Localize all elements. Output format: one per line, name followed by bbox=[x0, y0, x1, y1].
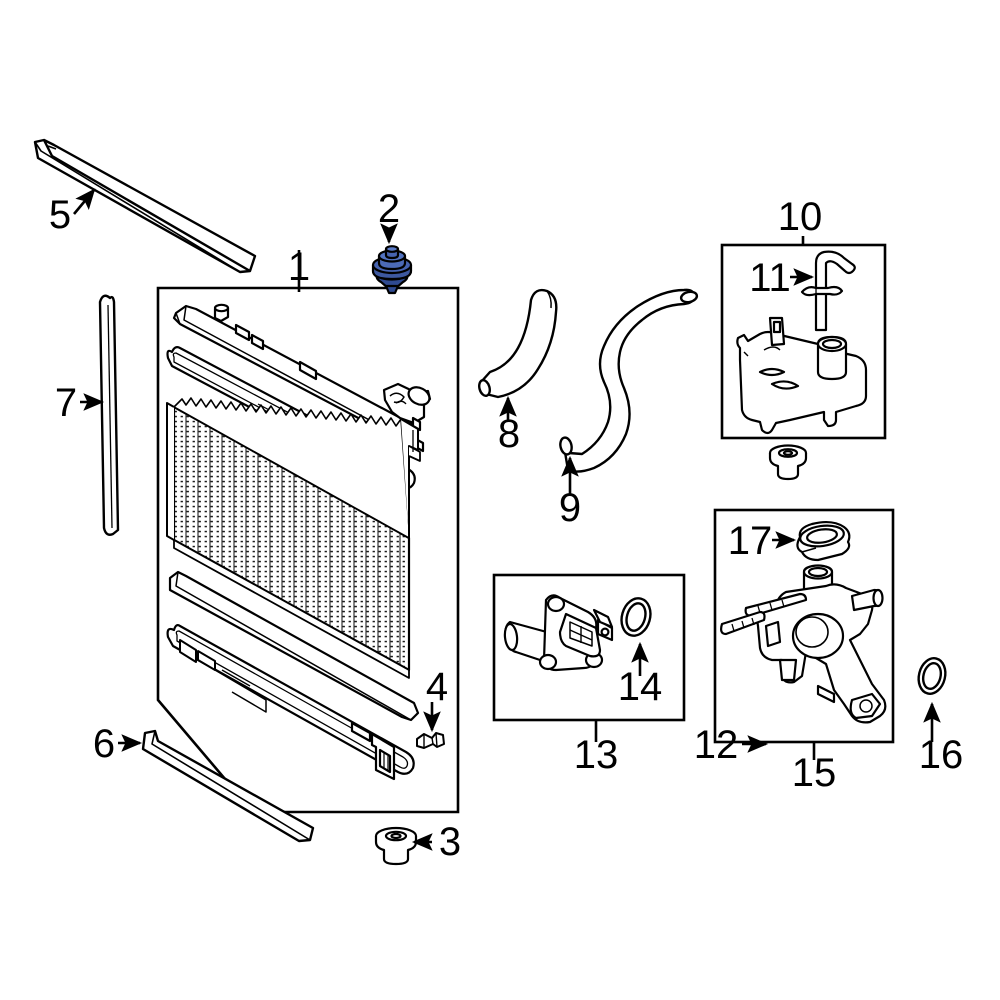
callout-12[interactable]: 12 bbox=[694, 723, 739, 767]
waterinlet-group-box[interactable] bbox=[713, 508, 895, 744]
callout-9[interactable]: 9 bbox=[559, 486, 581, 530]
callout-3[interactable]: 3 bbox=[439, 820, 461, 864]
leader-5[interactable] bbox=[73, 188, 96, 215]
callout-5[interactable]: 5 bbox=[49, 193, 71, 237]
part-thermostat-gasket[interactable] bbox=[617, 595, 654, 639]
callout-10[interactable]: 10 bbox=[778, 195, 823, 239]
part-lower-air-seal[interactable] bbox=[141, 729, 315, 843]
part-lower-mount-cushion[interactable] bbox=[374, 826, 418, 866]
callout-14[interactable]: 14 bbox=[618, 665, 663, 709]
callout-16[interactable]: 16 bbox=[919, 733, 964, 777]
callout-4[interactable]: 4 bbox=[426, 665, 448, 709]
callout-11[interactable]: 11 bbox=[749, 256, 791, 300]
radiator-upper-tank bbox=[172, 303, 420, 445]
part-water-inlet-housing[interactable] bbox=[720, 564, 887, 724]
callout-2[interactable]: 2 bbox=[378, 187, 400, 231]
callout-7[interactable]: 7 bbox=[55, 381, 77, 425]
radiator-side-details bbox=[179, 639, 267, 713]
callout-15[interactable]: 15 bbox=[792, 751, 837, 795]
radiator-lower-tank-front bbox=[166, 624, 415, 775]
part-lower-radiator-hose[interactable] bbox=[559, 288, 699, 473]
part-reservoir-hose[interactable] bbox=[800, 250, 856, 332]
part-radiator-cap[interactable] bbox=[796, 520, 851, 562]
callout-labels[interactable]: 1 2 3 4 5 6 7 8 9 10 11 12 13 14 15 16 1… bbox=[49, 187, 963, 864]
callout-17[interactable]: 17 bbox=[728, 519, 773, 563]
radiator-group-box[interactable] bbox=[156, 286, 460, 814]
part-drain-cock[interactable] bbox=[416, 732, 445, 749]
part-water-inlet-gasket[interactable] bbox=[915, 655, 949, 696]
callout-13[interactable]: 13 bbox=[574, 733, 619, 777]
part-upper-air-seal[interactable] bbox=[33, 138, 257, 274]
part-side-air-seal[interactable] bbox=[98, 294, 120, 536]
callout-6[interactable]: 6 bbox=[93, 722, 115, 766]
thermostat-group-box[interactable] bbox=[492, 573, 686, 722]
radiator-core bbox=[166, 397, 421, 679]
part-reservoir-tank[interactable] bbox=[736, 316, 868, 435]
part-radiator-mount-grommet-highlighted[interactable] bbox=[371, 245, 413, 295]
part-thermostat[interactable] bbox=[503, 594, 614, 672]
part-reservoir-grommet[interactable] bbox=[768, 444, 808, 481]
radiator-lower-tank bbox=[168, 570, 420, 722]
radiator-lower-bracket bbox=[350, 721, 396, 781]
callout-1[interactable]: 1 bbox=[288, 245, 310, 289]
callout-8[interactable]: 8 bbox=[498, 412, 520, 456]
part-upper-radiator-hose[interactable] bbox=[477, 288, 558, 399]
